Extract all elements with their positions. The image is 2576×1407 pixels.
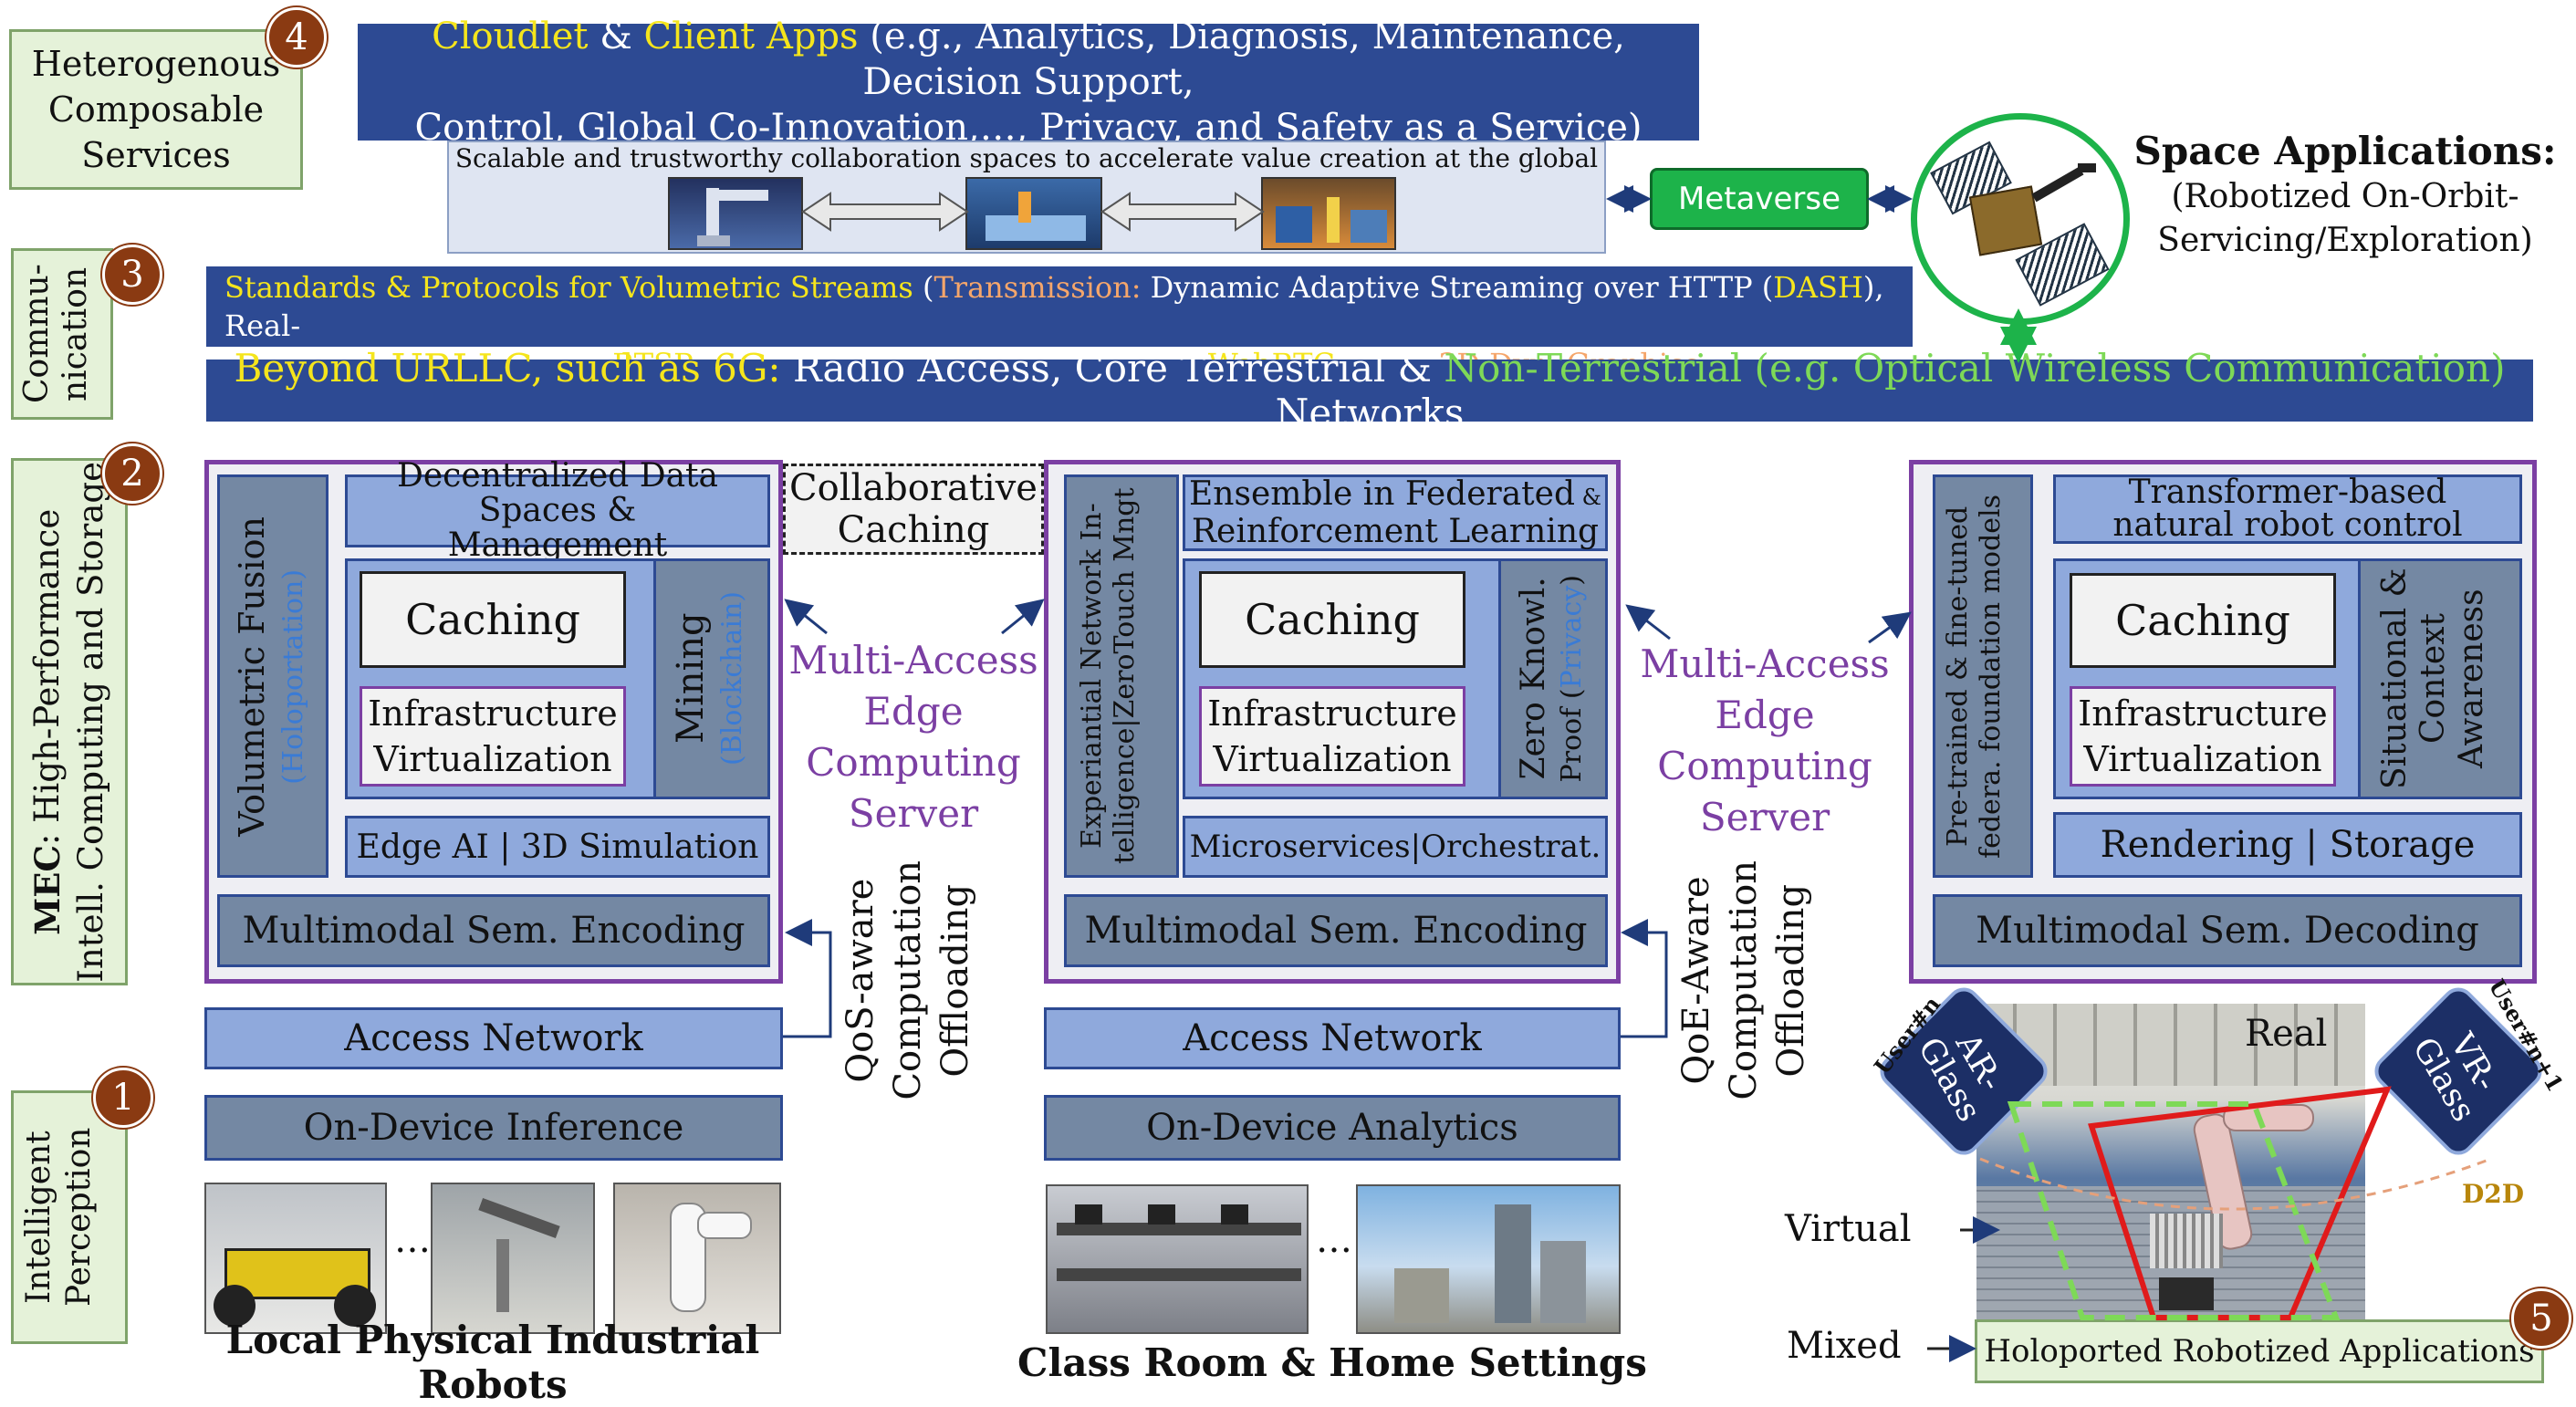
space-applications: Space Applications: (Robotized On-Orbit-… (2126, 128, 2564, 263)
home-city-photo (1356, 1184, 1621, 1334)
badge-5: 5 (2511, 1288, 2571, 1349)
robot-photo-arm (431, 1183, 595, 1334)
layer-perception-box: Intelligent Perception (11, 1090, 128, 1344)
qos-offloading-connector (783, 919, 832, 1038)
ellipsis-1: … (394, 1219, 431, 1261)
access-network-2: Access Network (1044, 1007, 1621, 1069)
multimodal-encoding-2: Multimodal Sem. Encoding (1064, 894, 1608, 967)
caching-2: Caching (1199, 571, 1465, 668)
caching-3: Caching (2070, 573, 2336, 668)
layer-services-label: Heterogenous Composable Services (31, 44, 281, 175)
factory-thumbnail (1261, 177, 1396, 250)
metaverse-box: Metaverse (1650, 168, 1869, 230)
volumetric-fusion: Volumetric Fusion (Holoportation) (217, 474, 329, 878)
badge-3: 3 (102, 245, 162, 305)
multimodal-decoding: Multimodal Sem. Decoding (1933, 894, 2522, 967)
access-network-1: Access Network (204, 1007, 783, 1069)
zero-knowledge-proof: Zero Knowl. Proof (Privacy) (1498, 558, 1608, 799)
microservices-orchestration: Microservices|Orchestrat. (1183, 816, 1608, 878)
pretrained-foundation-models: Pre-trained & fine-tuned federa. foundat… (1933, 474, 2033, 878)
qoe-offloading-connector (1621, 919, 1668, 1038)
mec2-arrow-left (1625, 604, 1671, 641)
layer-communication-box: Commu-nication (11, 248, 113, 420)
mec1-arrow-left (784, 599, 828, 635)
robot-arm-thumbnail (668, 177, 803, 250)
collab-double-arrow-1 (801, 192, 969, 232)
mec-server-label-2: Multi-Access Edge Computing Server (1640, 641, 1890, 839)
caching-1: Caching (360, 571, 626, 668)
virtual-label: Virtual (1785, 1208, 1912, 1250)
multimodal-encoding-1: Multimodal Sem. Encoding (217, 894, 770, 967)
rendering-storage: Rendering | Storage (2053, 812, 2522, 878)
on-device-analytics: On-Device Analytics (1044, 1095, 1621, 1161)
collaboration-panel: Scalable and trustworthy collaboration s… (447, 141, 1606, 254)
badge-2: 2 (102, 443, 162, 504)
experiential-network-intelligence: Experiantial Network In-telligence|ZeroT… (1064, 474, 1179, 878)
layer-mec-box: MEC: High-Performance Intell. Computing … (11, 458, 128, 985)
satellite-icon (1917, 120, 2123, 318)
metaverse-label: Metaverse (1677, 181, 1841, 217)
mixed-label: Mixed (1787, 1325, 1902, 1367)
classroom-photo (1046, 1184, 1309, 1334)
badge-4: 4 (266, 7, 327, 68)
virtual-frame (2007, 1101, 2341, 1320)
ellipsis-2: … (1316, 1219, 1352, 1261)
caption-classroom-home: Class Room & Home Settings (1017, 1339, 1647, 1385)
collaborative-caching: Collaborative Caching (783, 464, 1044, 555)
mining-blockchain: Mining (Blockchain) (653, 558, 770, 799)
collab-double-arrow-2 (1100, 192, 1265, 232)
situational-context-awareness: Situational & Context Awareness (2358, 558, 2522, 799)
mec2-arrow-right (1868, 611, 1912, 644)
decentralized-data-spaces: Decentralized Data Spaces & Management (345, 459, 770, 563)
real-label: Real (2245, 1013, 2328, 1055)
d2d-link (1979, 1157, 2492, 1211)
edge-ai-simulation: Edge AI | 3D Simulation (345, 816, 770, 878)
layer-services-box: Heterogenous Composable Services (9, 29, 303, 190)
real-frame (2088, 1086, 2392, 1320)
robot-photo-white-arm (613, 1183, 781, 1334)
badge-1: 1 (93, 1068, 153, 1128)
network-banner: Beyond URLLC, such as 6G: Radio Access, … (206, 346, 2533, 435)
robot-photo-mobile (204, 1183, 387, 1334)
mec-server-label-1: Multi-Access Edge Computing Server (788, 638, 1038, 836)
ensemble-federated-learning: Ensemble in Federated & Reinforcement Le… (1183, 474, 1608, 551)
holoported-applications-box: Holoported Robotized Applications (1975, 1319, 2544, 1383)
robot-cell-thumbnail (965, 177, 1102, 250)
mec1-arrow-right (1001, 599, 1045, 635)
d2d-label: D2D (2462, 1179, 2525, 1209)
on-device-inference: On-Device Inference (204, 1095, 783, 1161)
space-title: Space Applications: (2133, 129, 2557, 173)
